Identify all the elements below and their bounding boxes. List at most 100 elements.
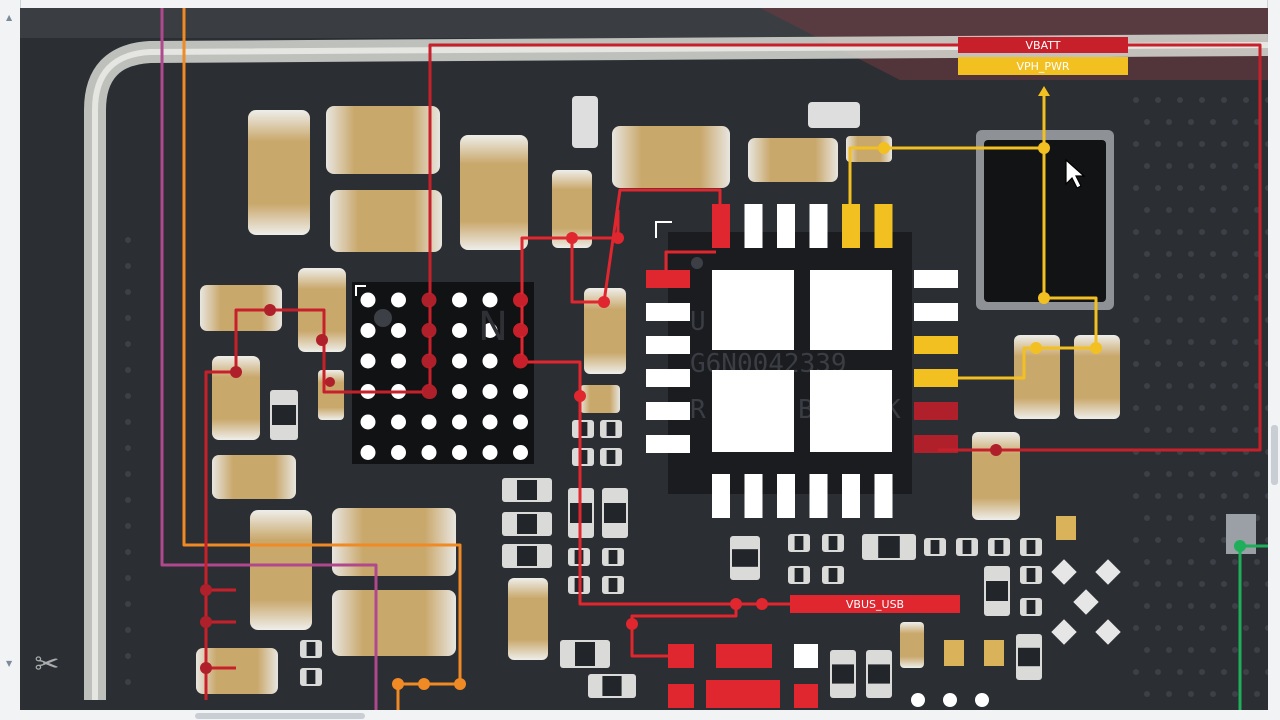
via <box>1188 427 1194 433</box>
via <box>1155 97 1161 103</box>
via <box>1177 361 1183 367</box>
via <box>1155 185 1161 191</box>
via <box>1254 471 1260 477</box>
bottom-scrollbar[interactable] <box>0 710 1280 720</box>
small-component-body <box>878 536 900 558</box>
via <box>1144 427 1150 433</box>
via <box>1133 625 1139 631</box>
bga-ball <box>482 292 498 308</box>
via <box>1210 471 1216 477</box>
via <box>1243 405 1249 411</box>
via <box>1144 603 1150 609</box>
capacitor <box>748 138 838 182</box>
via <box>1144 559 1150 565</box>
small-component-body <box>930 540 940 554</box>
via <box>1210 207 1216 213</box>
via <box>1232 647 1238 653</box>
small-component-body <box>578 450 588 464</box>
via <box>1210 603 1216 609</box>
pmic-pad <box>914 303 958 321</box>
scroll-up-icon[interactable]: ▲ <box>6 13 13 22</box>
via <box>1243 229 1249 235</box>
via <box>1133 97 1139 103</box>
pmic-pad <box>646 303 690 321</box>
pmic-pad <box>842 204 860 248</box>
vbus-usb-net-label[interactable]: VBUS_USB <box>790 595 960 613</box>
vbatt-net-trace <box>428 43 1262 452</box>
capacitor <box>332 590 456 656</box>
via <box>1144 163 1150 169</box>
small-component-body <box>868 664 890 684</box>
via <box>1144 119 1150 125</box>
bga-ball <box>360 292 376 308</box>
via <box>125 497 131 503</box>
via <box>1177 537 1183 543</box>
small-component-body <box>986 581 1008 601</box>
via <box>1232 251 1238 257</box>
via <box>1166 207 1172 213</box>
via <box>1221 581 1227 587</box>
via <box>1133 317 1139 323</box>
via <box>1133 185 1139 191</box>
vbus-net-trace <box>630 604 738 658</box>
via <box>1155 581 1161 587</box>
via <box>1210 427 1216 433</box>
bga-ball <box>452 414 467 430</box>
bga-ball <box>360 414 376 430</box>
vertical-scroll-thumb[interactable] <box>1271 425 1278 485</box>
via <box>1188 383 1194 389</box>
via <box>1221 493 1227 499</box>
pmic-pad-group <box>646 204 958 518</box>
via <box>1232 163 1238 169</box>
pad <box>1056 516 1076 540</box>
right-scrollbar[interactable] <box>1267 0 1280 720</box>
window-top-bar <box>0 0 1280 8</box>
via <box>1133 273 1139 279</box>
bga-ball <box>391 323 406 338</box>
via <box>1144 691 1150 697</box>
via <box>1232 691 1238 697</box>
capacitor <box>808 102 860 128</box>
pmic-pad <box>914 336 958 354</box>
bga-ball <box>391 445 406 460</box>
small-component-body <box>306 642 316 656</box>
bga-ball <box>421 414 437 430</box>
horizontal-scroll-thumb[interactable] <box>195 713 365 719</box>
vph-pwr-net-label[interactable]: VPH_PWR <box>958 57 1128 75</box>
via <box>1188 647 1194 653</box>
via <box>1133 141 1139 147</box>
small-component-body <box>604 503 626 523</box>
scroll-down-icon[interactable]: ▼ <box>6 659 13 668</box>
via <box>125 471 131 477</box>
via <box>125 445 131 451</box>
capacitor <box>900 622 924 668</box>
vph-pwr-label-text: VPH_PWR <box>1016 60 1069 73</box>
pad <box>668 644 694 668</box>
capacitor <box>250 510 312 630</box>
small-component-body <box>828 568 838 582</box>
via <box>1155 669 1161 675</box>
pad <box>794 644 818 668</box>
via <box>1155 273 1161 279</box>
via <box>1232 603 1238 609</box>
small-component-body <box>272 405 296 425</box>
capacitor-group <box>196 96 1120 694</box>
bga-ball <box>452 445 467 460</box>
board-viewer[interactable]: N U A G6N0042339 R B K <box>20 8 1268 710</box>
shield-frame-highlight <box>92 42 1268 700</box>
bga-ball <box>482 384 498 399</box>
bga-ball <box>482 323 498 338</box>
bga-ball-grid <box>360 292 528 460</box>
via <box>1243 317 1249 323</box>
via <box>1265 185 1268 191</box>
small-component-body <box>1018 647 1040 667</box>
small-component-group <box>270 390 1121 698</box>
via <box>1265 581 1268 587</box>
pcb-board-view[interactable]: N U A G6N0042339 R B K <box>20 8 1268 710</box>
bga-pin1-marker <box>355 285 366 296</box>
via <box>1166 647 1172 653</box>
vbatt-net-label[interactable]: VBATT <box>958 37 1128 53</box>
small-component-body <box>962 540 972 554</box>
via <box>1221 625 1227 631</box>
pmic-pad <box>646 270 690 288</box>
